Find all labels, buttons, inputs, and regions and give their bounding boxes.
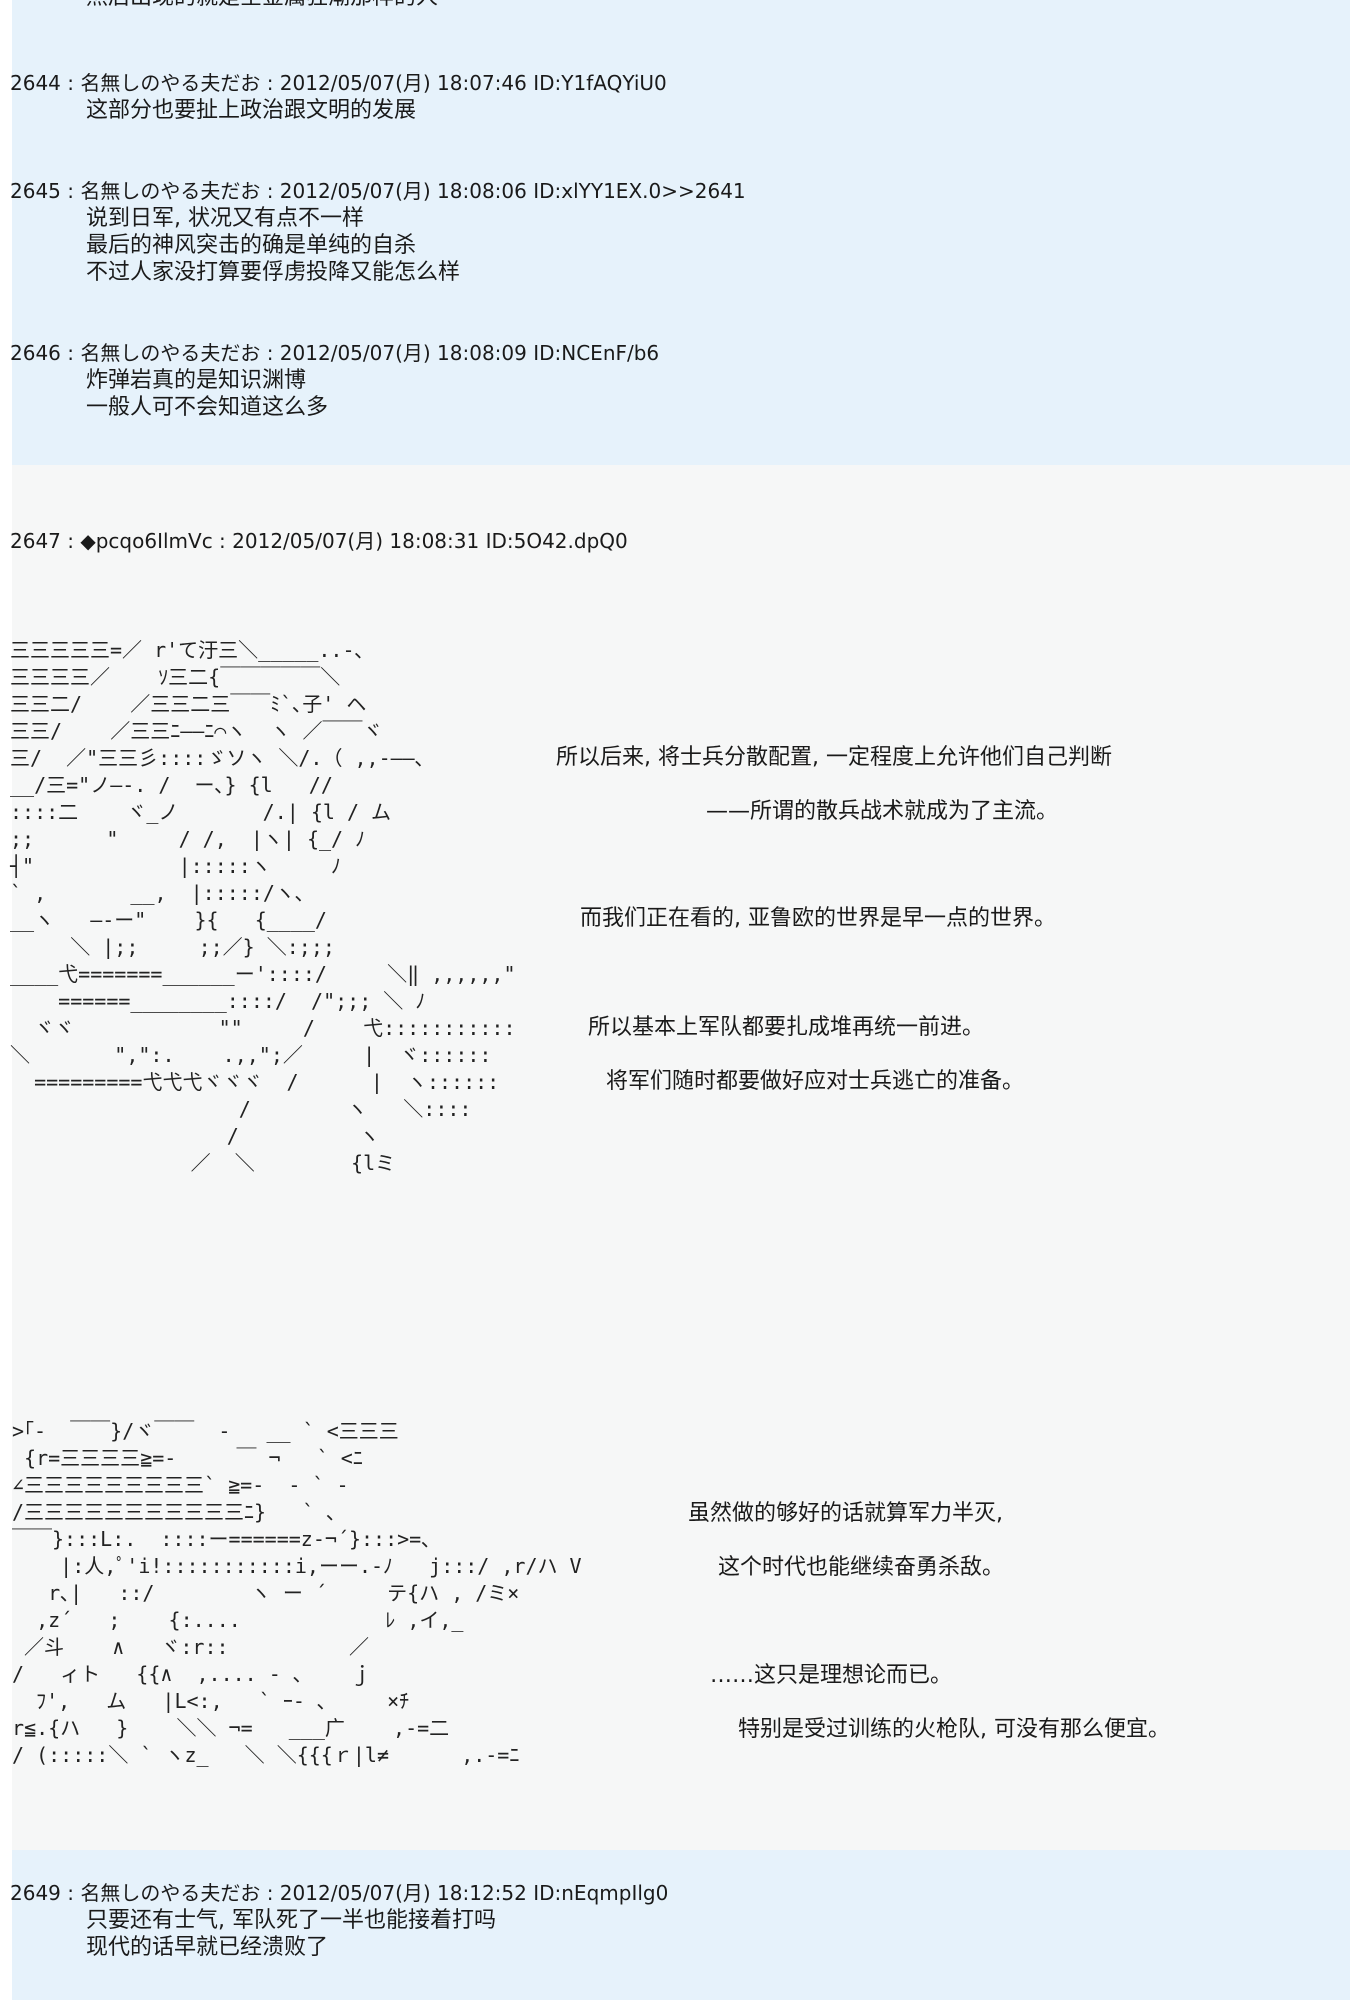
post-2644-header: 2644 : 名無しのやる夫だお : 2012/05/07(月) 18:07:4… <box>10 71 667 95</box>
post-2649-body: 只要还有士气, 军队死了一半也能接着打吗 现代的话早就已经溃败了 <box>86 1907 496 1961</box>
post-2645-line: 最后的神风突击的确是单纯的自杀 <box>86 233 417 258</box>
caption-line: 将军们随时都要做好应对士兵逃亡的准备。 <box>606 1069 1025 1094</box>
post-2645-line: 不过人家没打算要俘虏投降又能怎么样 <box>86 260 461 285</box>
caption-line: 这个时代也能继续奋勇杀敌。 <box>718 1555 1005 1580</box>
caption-line: 而我们正在看的, 亚鲁欧的世界是早一点的世界。 <box>580 906 1056 931</box>
post-2647-header: 2647 : ◆pcqo6IlmVc : 2012/05/07(月) 18:08… <box>10 529 628 553</box>
ascii-art-musketeers: >｢- ￣￣}/ヾ￣￣ - __ ` <三三三 {r=三三三三≧=- ￣ ¬ `… <box>12 1419 582 1767</box>
post-2645-band <box>12 170 1350 335</box>
caption-line: 所以基本上军队都要扎成堆再统一前进。 <box>588 1015 985 1040</box>
post-2647-band <box>12 465 1350 1850</box>
post-2646-line: 一般人可不会知道这么多 <box>86 395 329 420</box>
post-2645-header: 2645 : 名無しのやる夫だお : 2012/05/07(月) 18:08:0… <box>10 179 746 203</box>
post-2645-body: 说到日军, 状况又有点不一样 最后的神风突击的确是单纯的自杀 不过人家没打算要俘… <box>86 205 460 286</box>
post-2644-body: 这部分也要扯上政治跟文明的发展 <box>86 97 416 124</box>
ascii-art-soldiers: 三三三三三=／ r'て汙三＼_____..-､ 三三三三／ ｿ三二{￣￣￣￣￣＼… <box>10 638 516 1175</box>
post-2649-header: 2649 : 名無しのやる夫だお : 2012/05/07(月) 18:12:5… <box>10 1881 669 1905</box>
caption-line: 虽然做的够好的话就算军力半灭, <box>688 1501 1003 1526</box>
post-2643-line: 然后出现的就是全金属狂潮那样的人 <box>86 0 438 11</box>
post-2644-band <box>12 60 1350 170</box>
post-2649-band <box>12 1850 1350 2000</box>
post-2645-line: 说到日军, 状况又有点不一样 <box>86 206 364 231</box>
post-2646-header: 2646 : 名無しのやる夫だお : 2012/05/07(月) 18:08:0… <box>10 341 660 365</box>
post-2644-line: 这部分也要扯上政治跟文明的发展 <box>86 98 417 123</box>
caption-line: 所以后来, 将士兵分散配置, 一定程度上允许他们自己判断 <box>556 745 1112 770</box>
caption-line: ……这只是理想论而已。 <box>710 1663 953 1688</box>
post-2646-band <box>12 335 1350 465</box>
post-2649-line: 现代的话早就已经溃败了 <box>86 1935 329 1960</box>
post-2646-line: 炸弹岩真的是知识渊博 <box>86 368 307 393</box>
caption-line: ——所谓的散兵战术就成为了主流。 <box>706 799 1059 824</box>
post-2643-band <box>12 0 1350 60</box>
post-2649-line: 只要还有士气, 军队死了一半也能接着打吗 <box>86 1908 496 1933</box>
post-2643-body: 然后出现的就是全金属狂潮那样的人 <box>86 0 438 11</box>
caption-line: 特别是受过训练的火枪队, 可没有那么便宜。 <box>738 1717 1170 1742</box>
post-2646-body: 炸弹岩真的是知识渊博 一般人可不会知道这么多 <box>86 367 328 421</box>
